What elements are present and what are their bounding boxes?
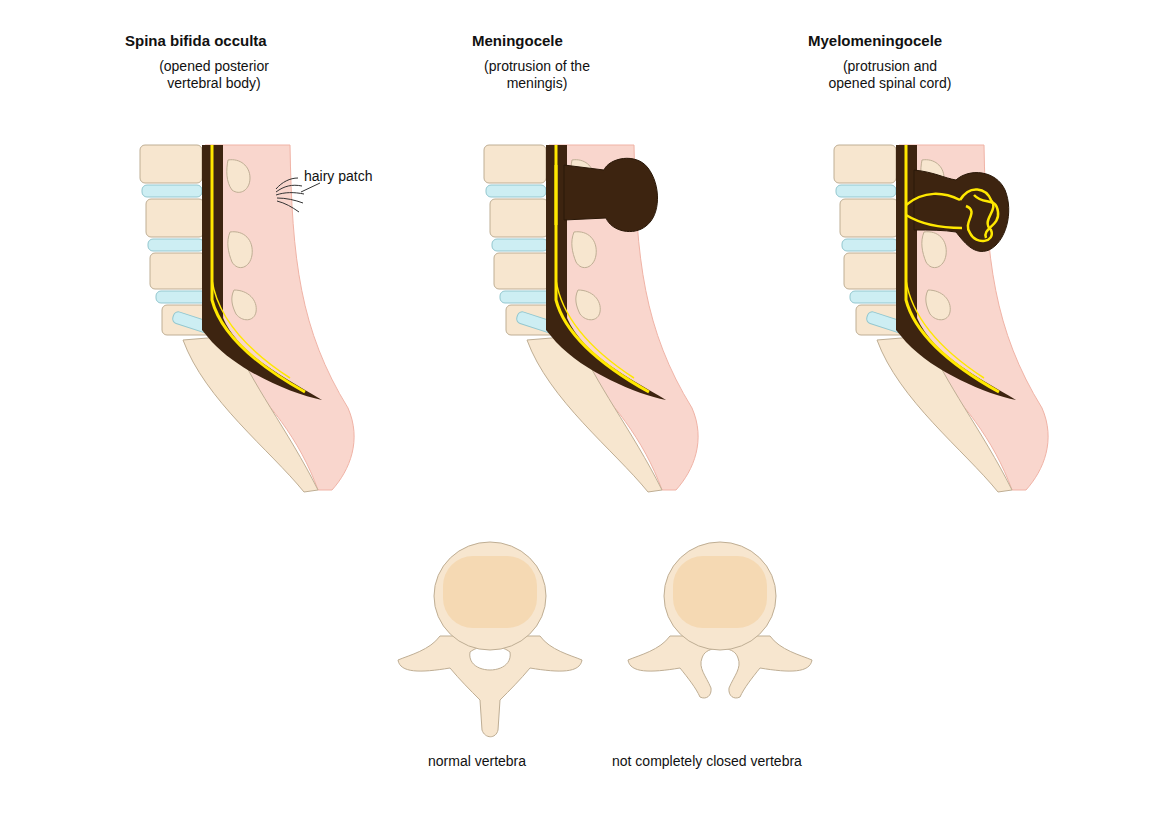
normal-vertebra	[398, 542, 582, 737]
column-heading: Spina bifida occulta	[125, 32, 325, 49]
column-heading: Myelomeningocele	[808, 32, 1008, 49]
figure-label: normal vertebra	[428, 753, 568, 770]
callout-label: hairy patch	[304, 168, 414, 185]
spine-myelomeningocele	[834, 145, 1048, 492]
open-vertebra	[628, 542, 812, 698]
spine-occulta	[140, 145, 354, 492]
column-subtitle: (protrusion of the meningis)	[484, 58, 590, 92]
figure-label: not completely closed vertebra	[612, 753, 872, 770]
column-subtitle: (protrusion and opened spinal cord)	[820, 58, 960, 92]
hairy-patch	[276, 178, 304, 212]
spine-meningocele	[484, 145, 698, 492]
column-heading: Meningocele	[472, 32, 672, 49]
leader-line	[301, 183, 320, 192]
column-subtitle: (opened posterior vertebral body)	[138, 58, 290, 92]
